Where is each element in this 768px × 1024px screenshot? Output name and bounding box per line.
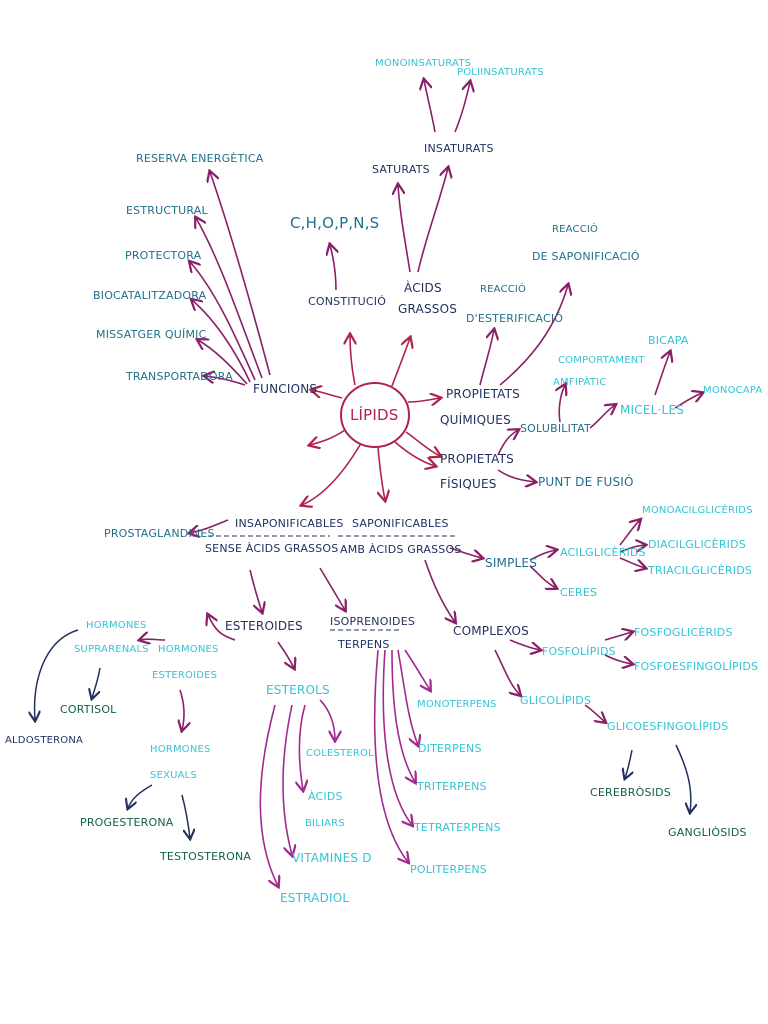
- label-comport-2: AMFIPÀTIC: [553, 375, 606, 388]
- label-hormones-supra-1: HORMONES: [86, 620, 147, 631]
- esterols-arrows: [259, 699, 335, 886]
- label-isoprenoides-1: ISOPRENOIDES: [330, 615, 415, 628]
- terpens-arrows: [373, 649, 430, 862]
- label-missatger: MISSATGER QUÍMIC: [96, 328, 207, 341]
- top-arrows: [330, 80, 568, 386]
- label-glicolipids: GLICOLÍPIDS: [520, 694, 591, 707]
- label-prostaglandines: PROSTAGLANDINES: [104, 527, 215, 540]
- label-vitamines: VITAMINES D: [292, 851, 372, 865]
- label-estructural: ESTRUCTURAL: [126, 204, 209, 217]
- steroid-navy-arrows: [35, 629, 190, 838]
- label-prop-fis-1: PROPIETATS: [440, 452, 514, 466]
- label-protectora: PROTECTORA: [125, 249, 202, 262]
- label-fosfoesfingo: FOSFOESFINGOLÍPIDS: [634, 660, 758, 673]
- label-cerebrosids: CEREBRÒSIDS: [590, 786, 671, 799]
- label-hormones-sex-1: HORMONES: [150, 744, 211, 755]
- label-triterpens: TRITERPENS: [416, 780, 487, 793]
- label-testosterona: TESTOSTERONA: [159, 850, 251, 863]
- label-constitucio: CONSTITUCIÓ: [308, 295, 386, 308]
- label-acids-biliars-1: ÀCIDS: [308, 790, 343, 803]
- label-transportadora: TRANSPORTADORA: [125, 370, 233, 383]
- label-comport-1: COMPORTAMENT: [558, 355, 645, 366]
- label-miceles: MICEL·LES: [620, 403, 684, 417]
- label-progesterona: PROGESTERONA: [80, 816, 174, 829]
- label-politerpens: POLITERPENS: [410, 863, 487, 876]
- label-funcions: FUNCIONS: [253, 382, 317, 396]
- label-poliinsaturats: POLIINSATURATS: [457, 67, 544, 78]
- label-chopns: C,H,O,P,N,S: [290, 214, 379, 232]
- label-hormones-est-1: HORMONES: [158, 644, 219, 655]
- label-acilglicerids: ACILGLICÈRIDS: [560, 546, 646, 559]
- label-diterpens: DITERPENS: [418, 742, 482, 755]
- label-triacil: TRIACILGLICÈRIDS: [647, 564, 752, 577]
- label-reac-sapo-2: DE SAPONIFICACIÓ: [532, 250, 640, 263]
- label-sapo-1: SAPONIFICABLES: [352, 517, 449, 530]
- center-label: LÍPIDS: [350, 405, 399, 424]
- physical-arrows: [497, 352, 702, 482]
- label-complexos: COMPLEXOS: [453, 624, 529, 638]
- label-acids-1: ÀCIDS: [404, 280, 442, 295]
- label-punt-fusio: PUNT DE FUSIÓ: [538, 474, 634, 489]
- label-saturats: SATURATS: [372, 163, 430, 176]
- label-monoacil: MONOACILGLICÈRIDS: [642, 503, 753, 516]
- label-diacil: DIACILGLICÈRIDS: [648, 538, 746, 551]
- label-esteroides: ESTEROIDES: [225, 619, 303, 633]
- label-simples: SIMPLES: [485, 556, 537, 570]
- label-fosfolipids: FOSFOLÍPIDS: [542, 645, 616, 658]
- label-reac-sapo-1: REACCIÓ: [552, 222, 598, 235]
- label-monoterpens: MONOTERPENS: [417, 699, 497, 710]
- label-cortisol: CORTISOL: [60, 703, 117, 716]
- center-circle: [340, 382, 410, 448]
- label-monocapa: MONOCAPA: [703, 385, 763, 396]
- label-hormones-est-2: ESTEROIDES: [152, 670, 217, 681]
- label-reserva: RESERVA ENERGÈTICA: [136, 152, 264, 165]
- label-sapo-2: AMB ÀCIDS GRASSOS: [340, 543, 462, 556]
- label-isoprenoides-2: TERPENS: [337, 638, 390, 651]
- funcions-arrows: [190, 172, 271, 386]
- label-hormones-sex-2: SEXUALS: [150, 770, 197, 781]
- label-esterols: ESTEROLS: [266, 683, 330, 697]
- label-reac-ester-2: D'ESTERIFICACIÓ: [466, 312, 563, 325]
- glico-navy-arrows: [625, 744, 691, 812]
- label-insapo-2: SENSE ÀCIDS GRASSOS: [205, 542, 338, 555]
- label-prop-quim-2: QUÍMIQUES: [440, 412, 511, 427]
- label-hormones-supra-2: SUPRARENALS: [74, 644, 149, 655]
- sapo-arrows: [424, 520, 645, 722]
- label-colesterol: COLESTEROL: [306, 748, 374, 759]
- label-reac-ester-1: REACCIÓ: [480, 282, 526, 295]
- label-insaturats: INSATURATS: [424, 142, 494, 155]
- label-insapo-1: INSAPONIFICABLES: [235, 517, 344, 530]
- insapo-arrows: [140, 519, 345, 730]
- label-estradiol: ESTRADIOL: [280, 891, 349, 905]
- label-prop-fis-2: FÍSIQUES: [440, 476, 497, 491]
- label-glicoesfingo: GLICOESFINGOLÍPIDS: [607, 720, 728, 733]
- label-ceres: CERES: [560, 586, 597, 599]
- label-monoinsaturats: MONOINSATURATS: [375, 58, 471, 69]
- label-acids-2: GRASSOS: [398, 302, 457, 316]
- label-acids-biliars-2: BILIARS: [305, 818, 345, 829]
- label-tetraterpens: TETRATERPENS: [413, 821, 501, 834]
- label-fosfoglicerids: FOSFOGLICÈRIDS: [634, 626, 733, 639]
- label-prop-quim-1: PROPIETATS: [446, 387, 520, 401]
- label-biocatalitzadora: BIOCATALITZADORA: [93, 289, 207, 302]
- center-rays: [302, 335, 440, 505]
- label-bicapa: BICAPA: [648, 334, 689, 347]
- label-gangliosids: GANGLIÒSIDS: [668, 826, 747, 839]
- label-aldosterona: ALDOSTERONA: [5, 735, 83, 746]
- label-solubilitat: SOLUBILITAT: [520, 422, 591, 435]
